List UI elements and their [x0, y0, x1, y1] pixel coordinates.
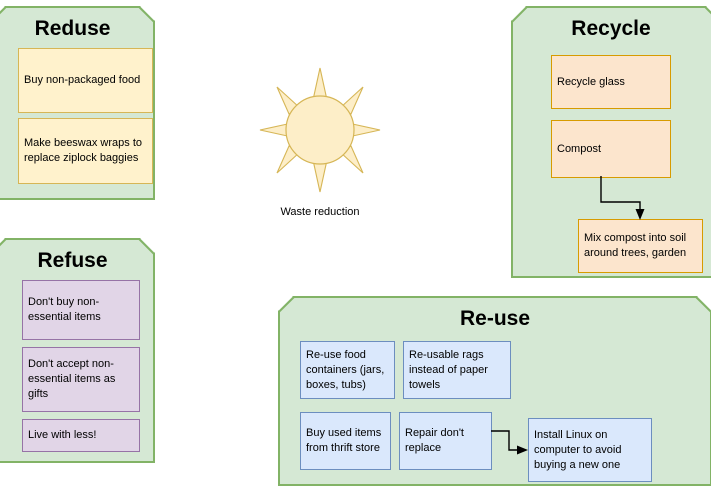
note-text: Re-usable rags instead of paper towels [409, 348, 488, 391]
note-box[interactable]: Repair don't replace [399, 412, 492, 470]
note-box[interactable]: Re-usable rags instead of paper towels [403, 341, 511, 399]
note-box[interactable]: Don't accept non-essential items as gift… [22, 347, 140, 412]
note-box[interactable]: Install Linux on computer to avoid buyin… [528, 418, 652, 482]
note-box[interactable]: Live with less! [22, 419, 140, 452]
note-text: Make beeswax wraps to replace ziplock ba… [24, 137, 142, 164]
note-text: Don't accept non-essential items as gift… [28, 358, 116, 400]
note-text: Buy used items from thrift store [306, 427, 382, 454]
note-box[interactable]: Don't buy non-essential items [22, 280, 140, 340]
note-box[interactable]: Compost [551, 120, 671, 178]
note-box[interactable]: Buy non-packaged food [18, 48, 153, 113]
note-text: Recycle glass [557, 75, 625, 88]
panel-title-refuse: Refuse [37, 249, 108, 272]
note-box[interactable]: Recycle glass [551, 55, 671, 109]
note-text: Compost [557, 142, 602, 155]
note-text: Mix compost into soil around trees, gard… [584, 232, 687, 259]
waste-reduction-sun: Waste reduction [255, 60, 385, 230]
sun-caption: Waste reduction [280, 206, 360, 218]
note-text: Repair don't replace [405, 427, 464, 454]
note-text: Re-use food containers (jars, boxes, tub… [306, 348, 385, 391]
panel-title-reuse: Re-use [459, 307, 531, 330]
note-text: Install Linux on computer to avoid buyin… [534, 428, 622, 471]
panel-title-recycle: Recycle [571, 17, 651, 40]
sun-icon [259, 67, 381, 193]
note-box[interactable]: Buy used items from thrift store [300, 412, 391, 470]
panel-title-reduse: Reduse [34, 17, 111, 40]
note-text: Buy non-packaged food [24, 74, 141, 86]
note-box[interactable]: Make beeswax wraps to replace ziplock ba… [18, 118, 153, 184]
note-text: Live with less! [28, 429, 97, 441]
note-text: Don't buy non-essential items [28, 296, 101, 323]
note-box[interactable]: Re-use food containers (jars, boxes, tub… [300, 341, 395, 399]
note-box[interactable]: Mix compost into soil around trees, gard… [578, 219, 703, 273]
